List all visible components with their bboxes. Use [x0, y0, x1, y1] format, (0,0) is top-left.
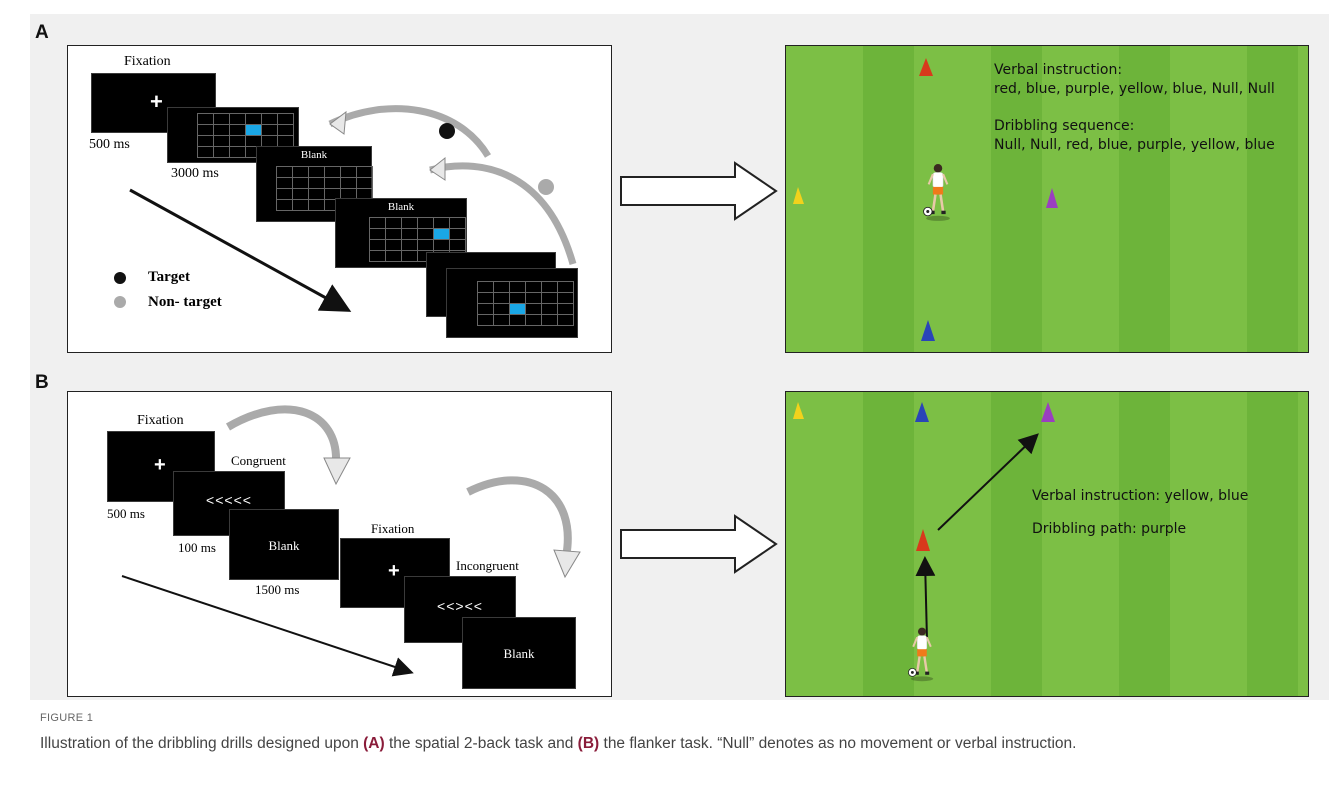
curved-arrow-b1 [225, 405, 341, 463]
red-cone-b [916, 529, 930, 551]
blank-label-b2: Blank [503, 646, 535, 661]
stimulus-screen-5 [446, 268, 578, 338]
legend-target-label: Target [148, 269, 190, 285]
incongruent-stimulus: <<><< [437, 598, 483, 614]
legend-target-dot [114, 272, 126, 284]
caption-text-2: the spatial 2-back task and [384, 735, 578, 752]
purple-cone [1046, 188, 1058, 208]
dribbling-sequence-text: Null, Null, red, blue, purple, yellow, b… [994, 137, 1275, 153]
panel-b-arrows [121, 405, 581, 677]
fixation-label-1: Fixation [137, 413, 184, 428]
panel-a-arrows [114, 105, 577, 312]
incongruent-label: Incongruent [456, 558, 519, 573]
panel-b-transition-arrow [620, 514, 778, 574]
time-3000ms: 3000 ms [171, 166, 219, 181]
dribbling-sequence-title: Dribbling sequence: [994, 118, 1135, 134]
blue-cone-b [915, 402, 929, 422]
curved-arrow-1-head [329, 110, 347, 135]
path-arrow-diagonal [937, 433, 1039, 531]
figure-label: FIGURE 1 [40, 712, 94, 724]
caption-ref-a: (A) [363, 735, 385, 752]
curved-arrow-b2 [466, 476, 572, 558]
blank-label-1: Blank [300, 149, 328, 161]
target-dot [439, 123, 455, 139]
congruent-label: Congruent [231, 453, 286, 468]
congruent-stimulus: <<<<< [206, 492, 252, 508]
blank-label-b1: Blank [268, 538, 300, 553]
blue-cone [921, 320, 935, 341]
verbal-instruction-text: red, blue, purple, yellow, blue, Null, N… [994, 81, 1275, 97]
panel-a-task-diagram: Fixation + 500 ms 3000 ms Blank Blank [67, 45, 612, 353]
verbal-instruction-title: Verbal instruction: [994, 62, 1123, 78]
blank-screen-b2: Blank [462, 617, 576, 689]
time-500ms: 500 ms [89, 137, 130, 152]
yellow-cone [793, 187, 804, 204]
curved-arrow-2-head [429, 156, 446, 181]
curved-arrow-1 [328, 105, 491, 158]
panel-b-task-diagram: Fixation + 500 ms Congruent <<<<< 100 ms… [67, 391, 612, 697]
timeline-arrow [129, 188, 352, 312]
dribbling-path-b: Dribbling path: purple [1032, 521, 1187, 537]
fixation-label-2: Fixation [371, 521, 415, 536]
yellow-cone-b [793, 402, 804, 419]
panel-a-letter: A [35, 22, 49, 43]
blank-label-2: Blank [387, 201, 415, 213]
spatial-grid-5 [477, 281, 574, 326]
red-cone [919, 58, 933, 76]
legend-nontarget-label: Non- target [148, 294, 222, 310]
caption-text-3: the flanker task. “Null” denotes as no m… [599, 735, 1077, 752]
caption-ref-b: (B) [577, 735, 600, 752]
panel-a-transition-arrow [620, 161, 778, 221]
player-figure-b [906, 626, 935, 683]
purple-cone-b [1041, 402, 1055, 422]
path-arrow-up [915, 556, 936, 641]
fixation-cross-1: + [154, 454, 166, 476]
figure-caption: Illustration of the dribbling drills des… [40, 734, 1230, 754]
timeline-arrow-b [121, 575, 414, 677]
panel-a-field-art [793, 58, 1058, 341]
curved-arrow-b1-head [323, 457, 351, 486]
fixation-cross-2: + [388, 560, 400, 582]
blank-screen-b1: Blank [229, 509, 339, 580]
fixation-cross: + [150, 89, 163, 114]
fixation-screen: + [91, 73, 216, 133]
nontarget-dot [538, 179, 554, 195]
panel-b-field-art [793, 402, 1055, 683]
verbal-instruction-b: Verbal instruction: yellow, blue [1032, 488, 1249, 504]
panel-b-soccer-field: Verbal instruction: yellow, blue Dribbli… [785, 391, 1309, 697]
fixation-label: Fixation [124, 54, 171, 69]
curved-arrow-2 [429, 162, 577, 265]
player-figure [922, 162, 952, 223]
panel-a-soccer-field: Verbal instruction: red, blue, purple, y… [785, 45, 1309, 353]
time-500ms-b: 500 ms [107, 506, 145, 521]
panel-b-letter: B [35, 372, 49, 393]
legend-nontarget-dot [114, 296, 126, 308]
spatial-grid-3 [369, 217, 466, 262]
time-1500ms: 1500 ms [255, 582, 300, 597]
caption-text-1: Illustration of the dribbling drills des… [40, 735, 364, 752]
curved-arrow-b2-head [553, 549, 581, 579]
time-100ms: 100 ms [178, 540, 216, 555]
